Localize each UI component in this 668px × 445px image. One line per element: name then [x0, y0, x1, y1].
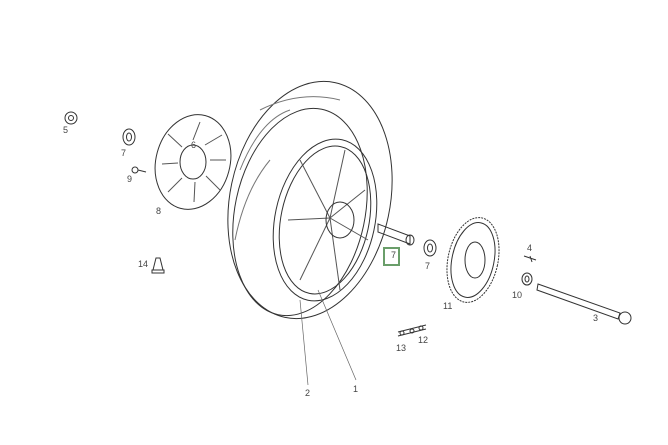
label-5: 5 — [63, 125, 69, 135]
label-7-right: 7 — [425, 261, 431, 271]
label-4: 4 — [527, 243, 533, 253]
axle-part-3[interactable] — [536, 283, 632, 325]
brake-disc-part-8[interactable] — [145, 106, 241, 218]
clip-part-4[interactable] — [523, 255, 537, 263]
label-6: 6 — [191, 140, 197, 150]
rim-part-1[interactable] — [259, 129, 391, 310]
bearing-part-7-right[interactable] — [423, 239, 437, 257]
label-2: 2 — [305, 388, 311, 398]
label-9: 9 — [127, 174, 133, 184]
label-3: 3 — [593, 313, 599, 323]
tire-part-2[interactable] — [207, 66, 413, 334]
bearing-part-7[interactable] — [122, 128, 136, 146]
valve-part-14[interactable] — [151, 257, 165, 274]
label-12: 12 — [418, 335, 429, 345]
chain-link-part-13[interactable] — [397, 324, 427, 337]
label-7: 7 — [121, 148, 127, 158]
highlight-box[interactable] — [383, 247, 400, 266]
label-11: 11 — [443, 301, 453, 311]
label-10: 10 — [512, 290, 523, 300]
sprocket-part-11[interactable] — [440, 213, 507, 308]
spacer-part[interactable] — [377, 223, 415, 246]
label-13: 13 — [396, 343, 407, 353]
label-boxed: 7 — [391, 250, 397, 260]
label-1: 1 — [353, 384, 359, 394]
nut-part-10[interactable] — [521, 272, 533, 286]
label-14: 14 — [138, 259, 149, 269]
label-8: 8 — [156, 206, 162, 216]
bolt-part-9[interactable] — [131, 166, 147, 174]
nut-part-5[interactable] — [64, 111, 78, 125]
